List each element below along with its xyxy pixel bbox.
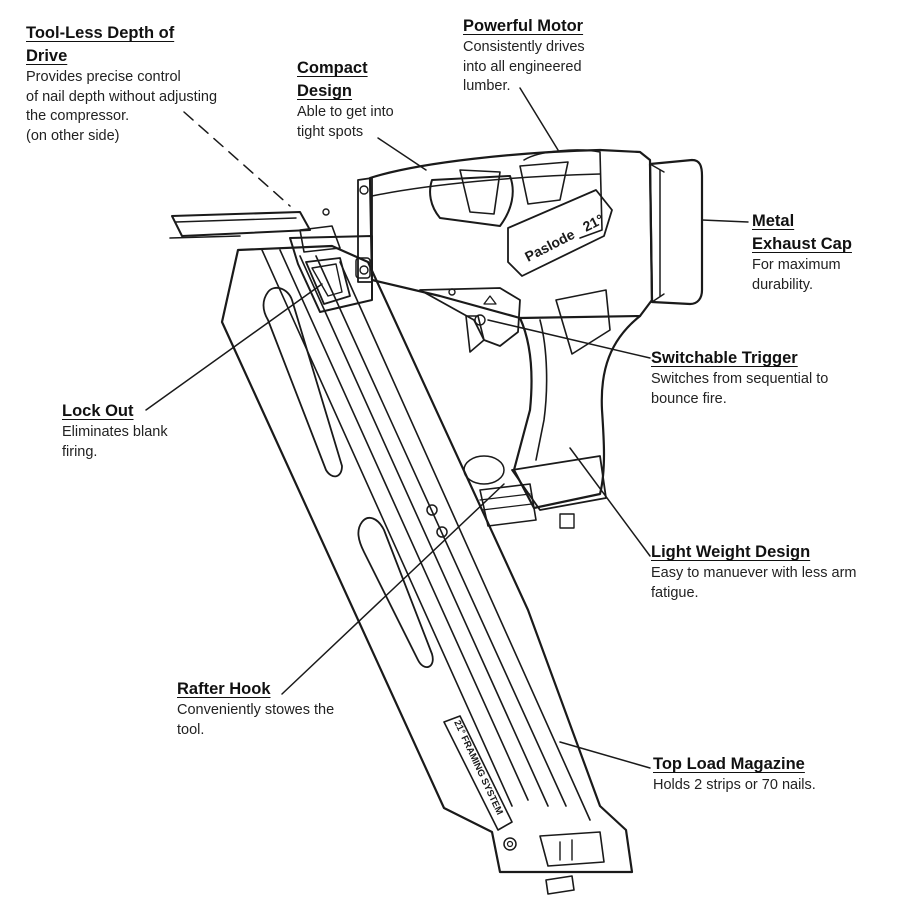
callout-top-load-magazine: Top Load Magazine Holds 2 strips or 70 n… <box>653 753 903 796</box>
magazine-label: 21° FRAMING SYSTEM <box>451 719 505 817</box>
leader-light-weight <box>569 447 651 557</box>
leader-powerful-motor <box>519 87 559 151</box>
brand-label: Paslode <box>522 226 577 265</box>
callout-desc: Eliminates blank firing. <box>62 424 168 460</box>
callout-compact-design: Compact Design Able to get into tight sp… <box>297 57 457 142</box>
callout-rafter-hook: Rafter Hook Conveniently stowes the tool… <box>177 678 407 740</box>
callout-title: Top Load Magazine <box>653 755 805 773</box>
handle <box>419 287 642 529</box>
callout-title: Rafter Hook <box>177 680 271 698</box>
callout-powerful-motor: Powerful Motor Consistently drives into … <box>463 15 663 97</box>
leader-metal-exhaust <box>701 219 749 223</box>
callout-title: Switchable Trigger <box>651 349 798 367</box>
callout-title: Light Weight Design <box>651 543 811 561</box>
leader-top-load <box>559 741 651 769</box>
callout-desc: Switches from sequential to bounce fire. <box>651 371 829 407</box>
callout-title: Powerful Motor <box>463 17 584 35</box>
leader-lock-out <box>145 283 323 411</box>
callout-light-weight-design: Light Weight Design Easy to manuever wit… <box>651 541 901 603</box>
callout-tool-less-depth: Tool-Less Depth of Drive Provides precis… <box>26 22 266 146</box>
callout-lock-out: Lock Out Eliminates blank firing. <box>62 400 222 462</box>
leader-lines <box>145 87 749 769</box>
callout-desc: Conveniently stowes the tool. <box>177 702 335 738</box>
callout-title: Metal Exhaust Cap <box>752 212 852 253</box>
callout-metal-exhaust-cap: Metal Exhaust Cap For maximum durability… <box>752 210 902 295</box>
magazine <box>220 244 634 895</box>
callout-desc: Holds 2 strips or 70 nails. <box>653 777 816 793</box>
leader-rafter-hook <box>281 483 505 695</box>
callout-desc: Able to get into tight spots <box>297 104 394 140</box>
nose-assembly <box>169 208 373 313</box>
leader-switchable-trigger <box>487 319 651 359</box>
callout-switchable-trigger: Switchable Trigger Switches from sequent… <box>651 347 901 409</box>
leader-compact <box>377 137 427 171</box>
callout-desc: Consistently drives into all engineered … <box>463 39 585 94</box>
callout-title: Lock Out <box>62 402 134 420</box>
callout-title: Compact Design <box>297 59 368 100</box>
leader-tool-less <box>183 111 291 207</box>
callout-desc: Easy to manuever with less arm fatigue. <box>651 565 857 601</box>
callout-desc: Provides precise control of nail depth w… <box>26 69 218 144</box>
body-housing <box>357 148 704 320</box>
callout-title: Tool-Less Depth of Drive <box>26 24 175 65</box>
callout-desc: For maximum durability. <box>752 257 841 293</box>
